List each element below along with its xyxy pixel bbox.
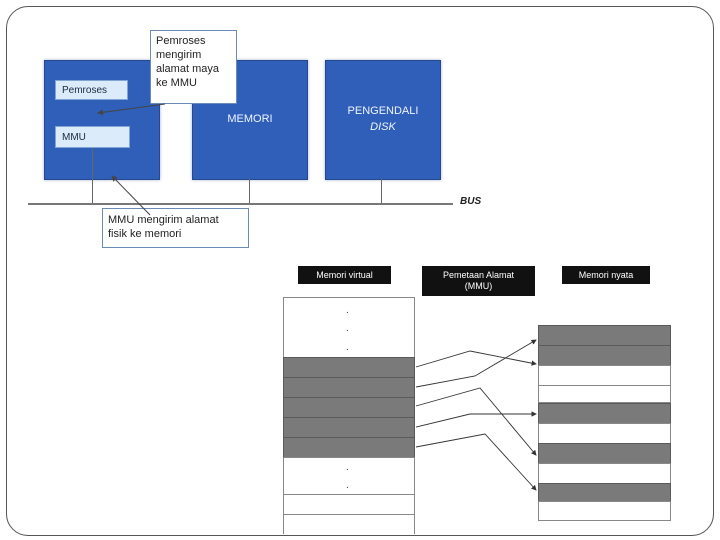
ellipsis-dot: . xyxy=(346,480,349,491)
virtual-page xyxy=(283,397,415,418)
disk-controller-label: PENGENDALI xyxy=(347,105,419,117)
physical-frame xyxy=(538,345,671,366)
virtual-memory-header: Memori virtual xyxy=(298,266,391,284)
physical-frame xyxy=(538,443,671,464)
physical-frame xyxy=(538,483,671,502)
mapping-header-text: Pemetaan Alamat xyxy=(442,270,515,280)
physical-frame xyxy=(538,501,671,521)
disk-controller-box: PENGENDALI DISK xyxy=(325,60,441,180)
virtual-address-callout: Pemroses mengirim alamat maya ke MMU xyxy=(150,30,237,104)
callout-line: Pemroses xyxy=(156,35,206,47)
physical-memory-header-text: Memori nyata xyxy=(578,269,634,280)
processor-box xyxy=(44,60,160,180)
disk-bus-connector xyxy=(381,178,382,204)
callout-line: mengirim xyxy=(156,49,202,61)
memory-label: MEMORI xyxy=(227,113,273,125)
physical-frame xyxy=(538,325,671,346)
processor-label: Pemroses xyxy=(62,84,108,96)
physical-memory-header: Memori nyata xyxy=(562,266,650,284)
ellipsis-dot: . xyxy=(346,462,349,473)
callout-line: fisik ke memori xyxy=(108,228,182,240)
mapping-header: Pemetaan Alamat (MMU) xyxy=(422,266,535,296)
processor-label-box: Pemroses xyxy=(55,80,128,100)
bus-line xyxy=(28,203,453,205)
physical-frame xyxy=(538,403,671,424)
virtual-page xyxy=(283,297,415,358)
callout-line: MMU mengirim alamat xyxy=(108,214,219,226)
ellipsis-dot: . xyxy=(346,342,349,353)
physical-address-callout: MMU mengirim alamat fisik ke memori xyxy=(102,208,249,248)
virtual-memory-header-text: Memori virtual xyxy=(316,269,373,280)
physical-frame xyxy=(538,385,671,403)
virtual-page xyxy=(283,377,415,398)
physical-frame xyxy=(538,423,671,444)
virtual-page xyxy=(283,357,415,378)
virtual-page xyxy=(283,457,415,495)
disk-label: DISK xyxy=(370,121,396,133)
memory-bus-connector xyxy=(249,178,250,204)
mapping-header-text: (MMU) xyxy=(464,281,493,291)
ellipsis-dot: . xyxy=(346,305,349,316)
virtual-page xyxy=(283,417,415,438)
mmu-label: MMU xyxy=(62,131,86,143)
virtual-page xyxy=(283,494,415,515)
virtual-page xyxy=(283,514,415,534)
mmu-box: MMU xyxy=(55,126,130,148)
callout-line: ke MMU xyxy=(156,77,197,89)
callout-line: alamat maya xyxy=(156,63,219,75)
ellipsis-dot: . xyxy=(346,323,349,334)
physical-frame xyxy=(538,365,671,386)
physical-frame xyxy=(538,463,671,484)
bus-label: BUS xyxy=(460,196,482,207)
virtual-page xyxy=(283,437,415,458)
processor-bus-connector xyxy=(92,148,93,204)
